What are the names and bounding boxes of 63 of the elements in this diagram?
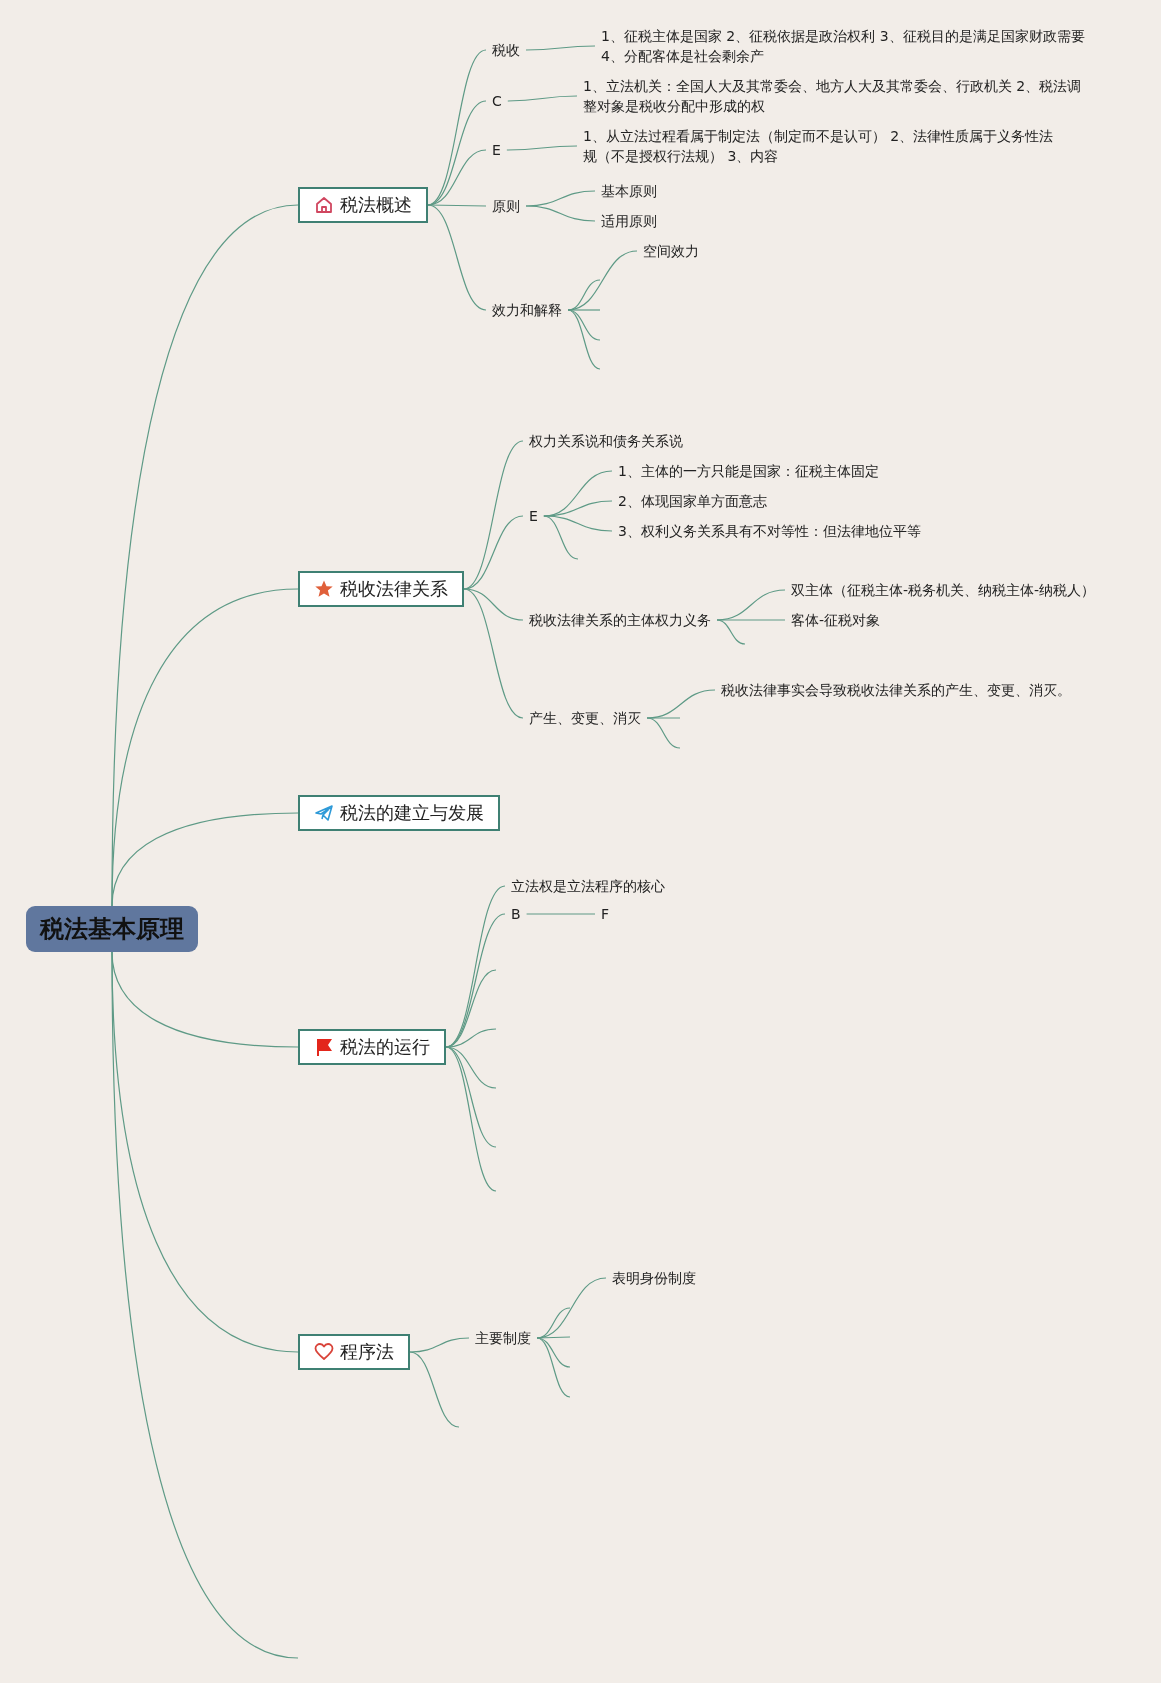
branch-label: C [492, 91, 502, 111]
branch-line [536, 1336, 571, 1339]
branch-line [463, 588, 524, 621]
branch-line [409, 1351, 460, 1428]
branch-line [409, 1337, 470, 1353]
branch-line [507, 95, 578, 102]
topic-box [298, 187, 428, 223]
branch-label: 双主体（征税主体-税务机关、纳税主体-纳税人） [791, 580, 1096, 600]
branch-line [506, 145, 578, 151]
topic-box [298, 571, 464, 607]
branch-label: 权力关系说和债务关系说 [529, 431, 683, 451]
branch-label: 立法权是立法程序的核心 [511, 876, 665, 896]
branch-line [716, 619, 746, 645]
topic-label: 税法的运行 [340, 1036, 430, 1058]
central-topic: 税法基本原理 [26, 906, 198, 952]
branch-label: 客体-征税对象 [791, 610, 881, 630]
branch-label: 适用原则 [601, 211, 657, 231]
branch-label: 2、体现国家单方面意志 [618, 491, 767, 511]
branch-line [463, 588, 524, 719]
branch-line [111, 588, 299, 907]
branch-label: 1、从立法过程看属于制定法（制定而不是认可） 2、法律性质属于义务性法规（不是授权行法规） 3、内容 [583, 126, 1063, 166]
branch-label: 主要制度 [475, 1328, 531, 1348]
branch-label: 税收法律关系的主体权力义务 [529, 610, 711, 630]
branch-label: 空间效力 [643, 241, 699, 261]
branch-line [646, 717, 681, 719]
branch-line [536, 1337, 571, 1368]
branch-line [445, 1046, 497, 1192]
branch-label: 原则 [492, 196, 520, 216]
branch-label: 1、立法机关：全国人大及其常委会、地方人大及其常委会、行政机关 2、税法调整对象是税收分配中形成的权 [583, 76, 1083, 116]
topic-box [298, 1334, 410, 1370]
topic-label: 税法的建立与发展 [340, 802, 484, 824]
branch-line [716, 619, 786, 621]
topic-box [298, 795, 500, 831]
branch-label: 表明身份制度 [612, 1268, 696, 1288]
branch-line [526, 913, 596, 915]
branch-line [427, 204, 487, 207]
branch-label: 基本原则 [601, 181, 657, 201]
topic-box [298, 1029, 446, 1065]
topic-label: 程序法 [340, 1341, 394, 1363]
branch-label: F [601, 904, 610, 924]
branch-line [111, 951, 299, 1659]
branch-line [427, 204, 487, 311]
branch-line [525, 45, 596, 51]
branch-line [646, 717, 681, 749]
branch-label: B [511, 904, 521, 924]
branch-label: 3、权利义务关系具有不对等性：但法律地位平等 [618, 521, 921, 541]
branch-label: 效力和解释 [492, 300, 562, 320]
branch-label: 税收法律事实会导致税收法律关系的产生、变更、消灭。 [721, 680, 1071, 700]
branch-line [536, 1337, 571, 1398]
branch-label: 税收 [492, 40, 520, 60]
branch-label: E [492, 140, 501, 160]
branch-line [525, 205, 596, 222]
branch-line [567, 309, 601, 370]
branch-label: 1、征税主体是国家 2、征税依据是政治权利 3、征税目的是满足国家财政需要 4、分配客体是社会剩余产 [601, 26, 1106, 66]
branch-line [567, 309, 601, 311]
branch-label: E [529, 506, 538, 526]
branch-label: 产生、变更、消灭 [529, 708, 641, 728]
branch-line [543, 515, 579, 560]
topic-label: 税法概述 [340, 194, 412, 216]
branch-label: 1、主体的一方只能是国家：征税主体固定 [618, 461, 879, 481]
branch-line [543, 515, 613, 532]
topic-label: 税收法律关系 [340, 578, 448, 600]
branch-line [111, 812, 299, 907]
